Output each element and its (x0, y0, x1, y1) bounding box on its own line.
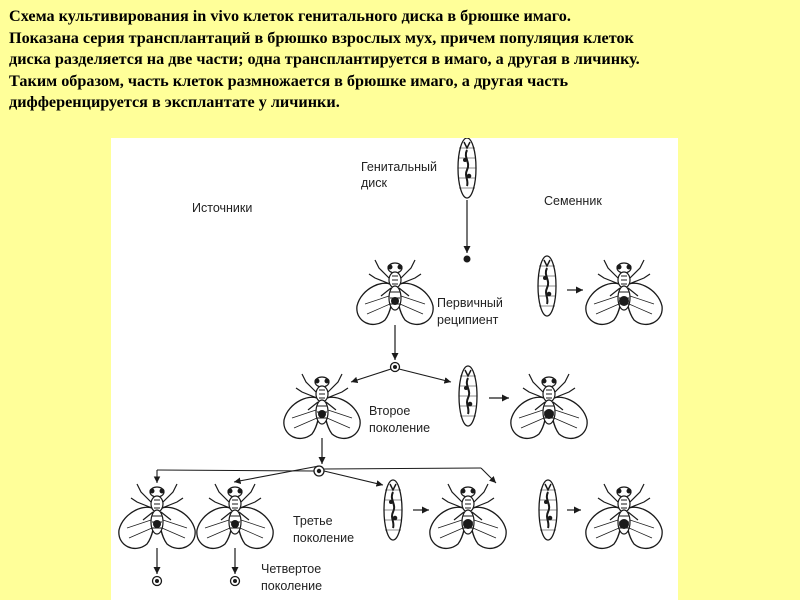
label-fourth-generation-line2: поколение (261, 579, 323, 593)
label-second-generation-line2: поколение (369, 421, 431, 435)
caption-line-1: Схема культивирования in vivo клеток ген… (9, 7, 571, 25)
caption-line-2: Показана серия трансплантаций в брюшко в… (9, 28, 634, 47)
label-third-generation-line2: поколение (293, 531, 355, 545)
label-genital-disc-line2: диск (361, 176, 387, 190)
caption-line-3: диска разделяется на две части; одна тра… (9, 50, 640, 68)
label-third-generation-line1: Третье (293, 514, 333, 528)
caption-line-5: дифференцируется в эксплантате у личинки… (9, 93, 340, 111)
label-sources: Источники (192, 201, 253, 215)
label-fourth-generation-line1: Четвертое (261, 562, 322, 576)
diagram-drawing (118, 138, 663, 587)
figure-caption: Схема культивирования in vivo клеток ген… (9, 6, 795, 114)
transplantation-diagram: Генитальный диск Источники Семенник Перв… (111, 138, 678, 600)
label-genital-disc-line1: Генитальный (361, 160, 437, 174)
label-primary-recipient-line2: реципиент (437, 313, 499, 327)
label-primary-recipient-line1: Первичный (437, 296, 503, 310)
caption-line-4: Таким образом, часть клеток размножается… (9, 71, 569, 90)
label-testis: Семенник (544, 194, 602, 208)
label-second-generation-line1: Второе (369, 404, 411, 418)
